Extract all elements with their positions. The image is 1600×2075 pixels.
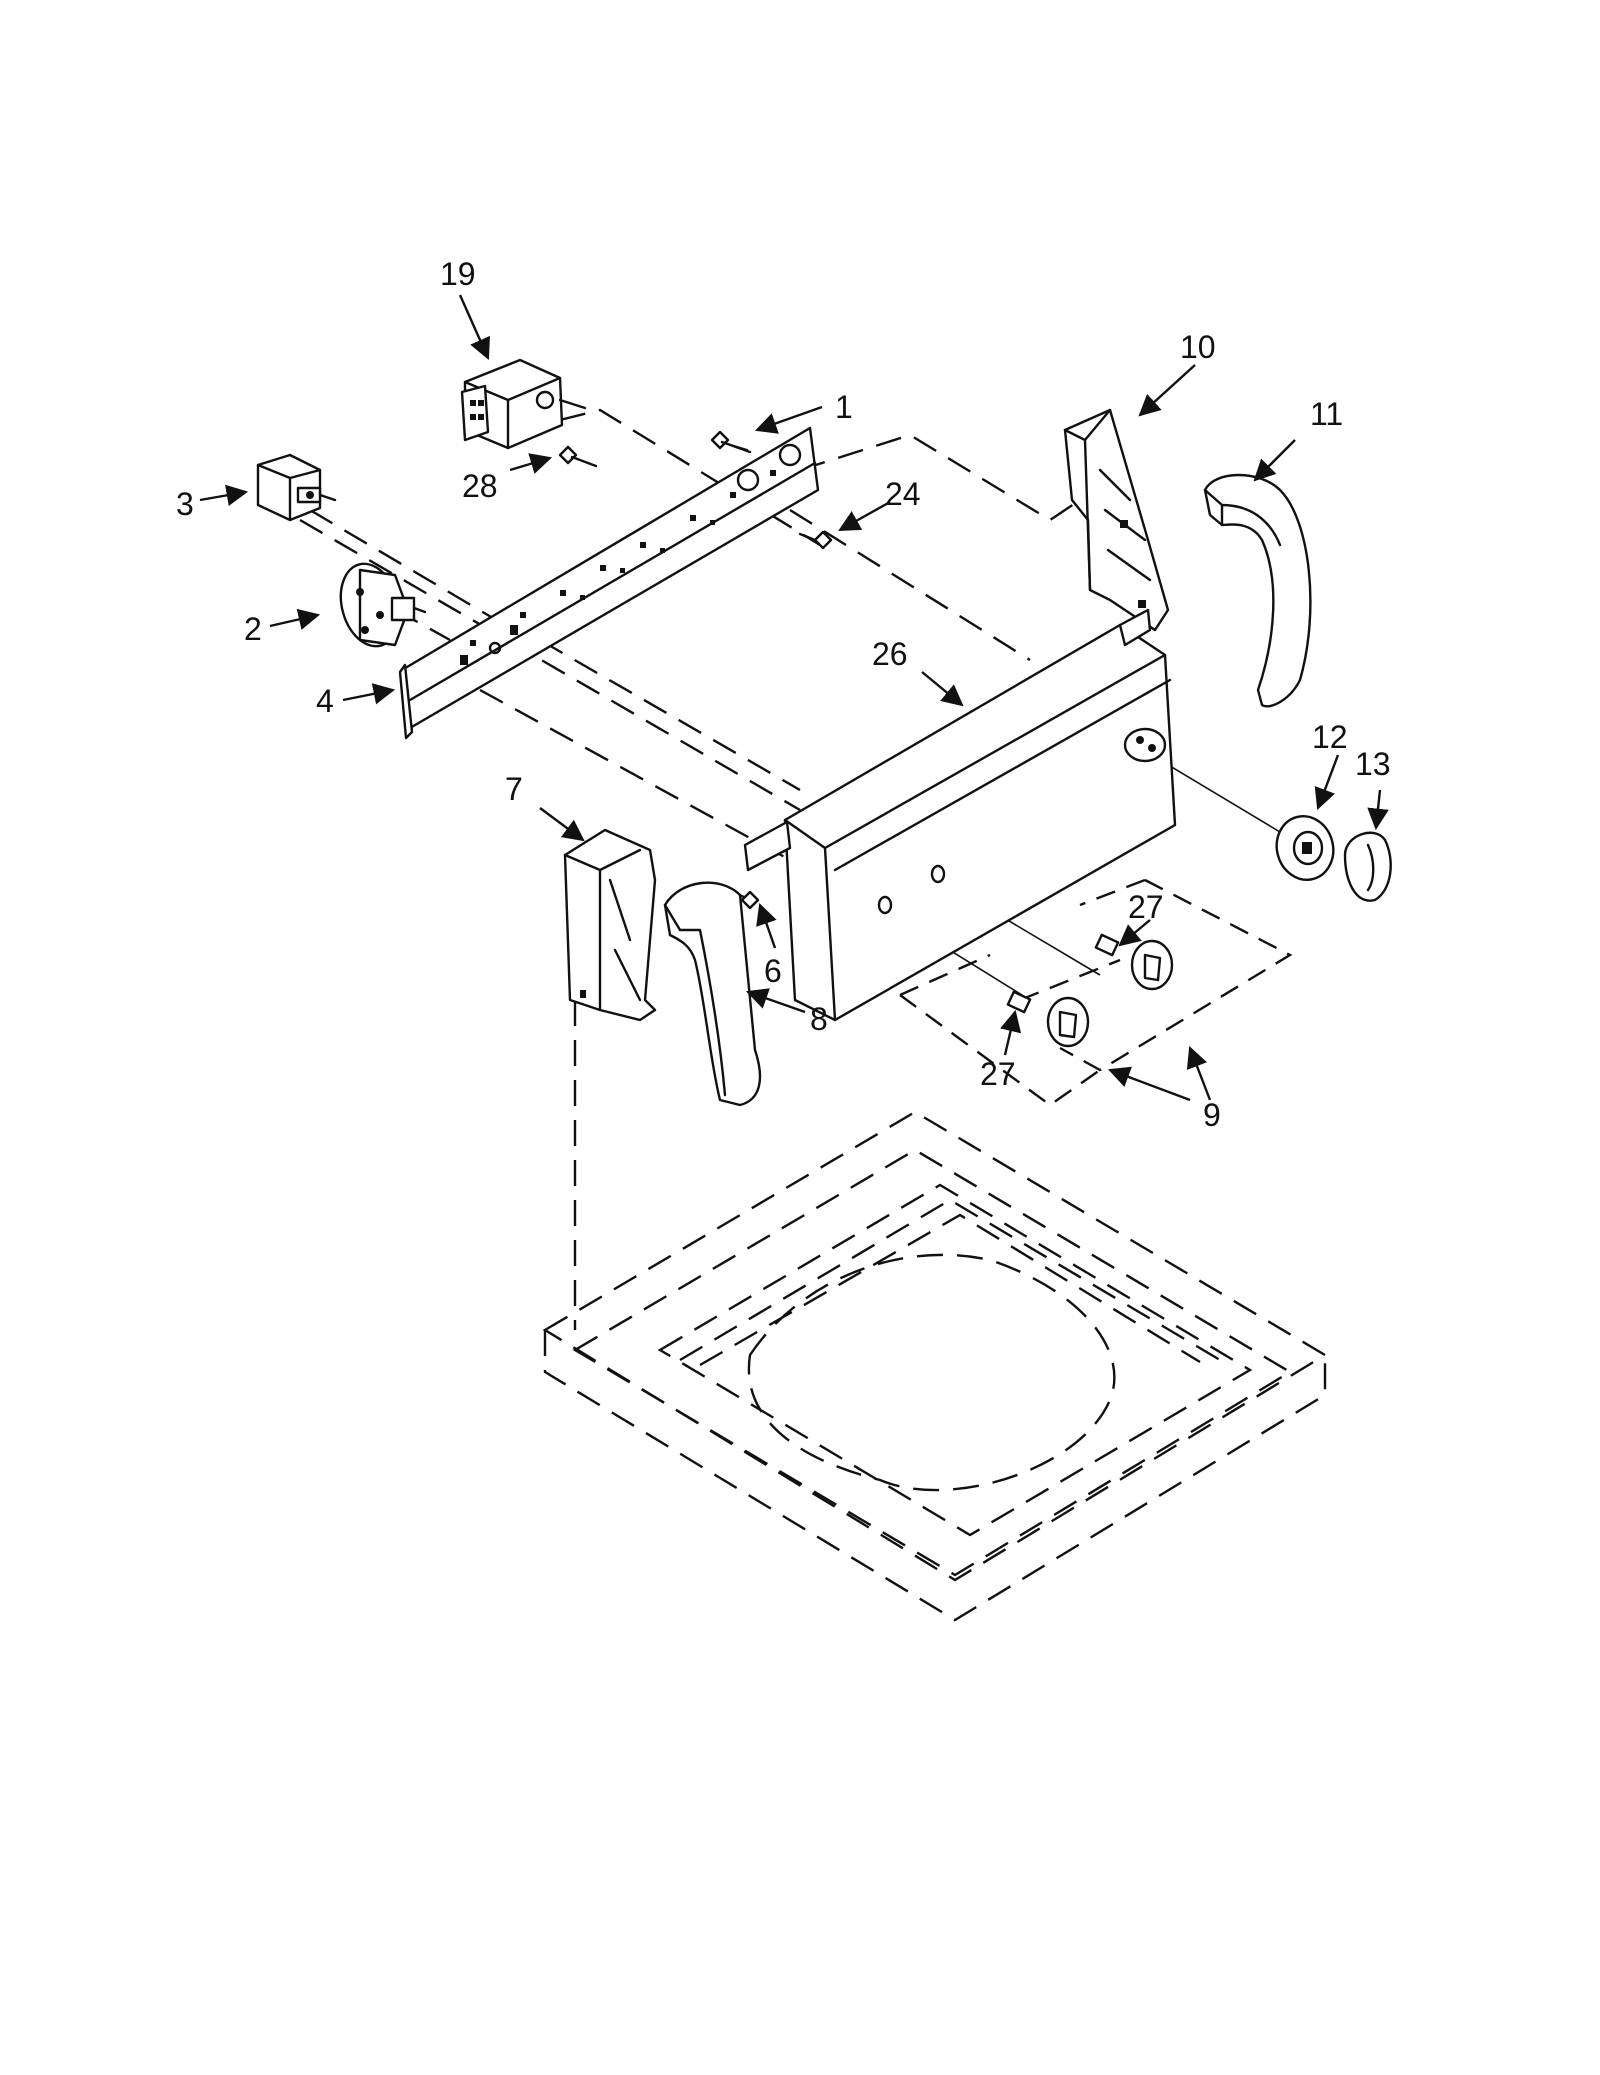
- callout-2: 2: [244, 611, 262, 647]
- callout-8: 8: [810, 1001, 828, 1037]
- part-26-console-panel: [743, 608, 1177, 1022]
- assembly-lines: [299, 408, 1281, 1330]
- callout-1: 1: [835, 389, 853, 425]
- callout-27-lower: 27: [980, 1056, 1016, 1092]
- part-7-left-endcap: [563, 828, 657, 1022]
- callout-27-upper: 27: [1128, 889, 1164, 925]
- part-9-knob-kit: [899, 878, 1293, 1107]
- callout-6: 6: [764, 953, 782, 989]
- part-28-screw: [558, 445, 598, 468]
- part-19-switch: [460, 358, 587, 450]
- part-11-right-trim: [1203, 473, 1312, 708]
- callout-arrows: [199, 294, 1389, 1102]
- callout-7: 7: [505, 771, 523, 807]
- part-12-knob-base: [1275, 815, 1335, 881]
- callout-26: 26: [872, 636, 908, 672]
- callout-19: 19: [440, 256, 476, 292]
- callout-12: 12: [1312, 719, 1348, 755]
- callout-9: 9: [1203, 1097, 1221, 1133]
- part-27-spring-upper: [1094, 933, 1120, 957]
- part-10-right-endcap: [1063, 408, 1170, 632]
- part-1-screw: [710, 430, 752, 454]
- part-13-knob-cap: [1343, 831, 1392, 902]
- part-27-spring-lower: [1006, 990, 1032, 1014]
- callout-11: 11: [1310, 396, 1343, 432]
- part-3-rotary-switch: [256, 453, 337, 522]
- callout-4: 4: [316, 683, 334, 719]
- part-2-timer: [339, 562, 427, 648]
- knob-lower: [1046, 996, 1090, 1048]
- callout-13: 13: [1355, 746, 1391, 782]
- callout-labels: 19 1 3 2 4 28 24 10 11 26 7 6 8 12 13 27…: [176, 256, 1391, 1133]
- part-4-console-bracket: [398, 426, 820, 740]
- part-24-screw: [798, 530, 833, 550]
- callout-3: 3: [176, 486, 194, 522]
- callout-24: 24: [885, 476, 921, 512]
- callout-10: 10: [1180, 329, 1216, 365]
- part-8-left-trim: [663, 881, 762, 1107]
- cabinet-top-phantom: [542, 1110, 1328, 1622]
- knob-upper: [1130, 939, 1174, 991]
- callout-28: 28: [462, 468, 498, 504]
